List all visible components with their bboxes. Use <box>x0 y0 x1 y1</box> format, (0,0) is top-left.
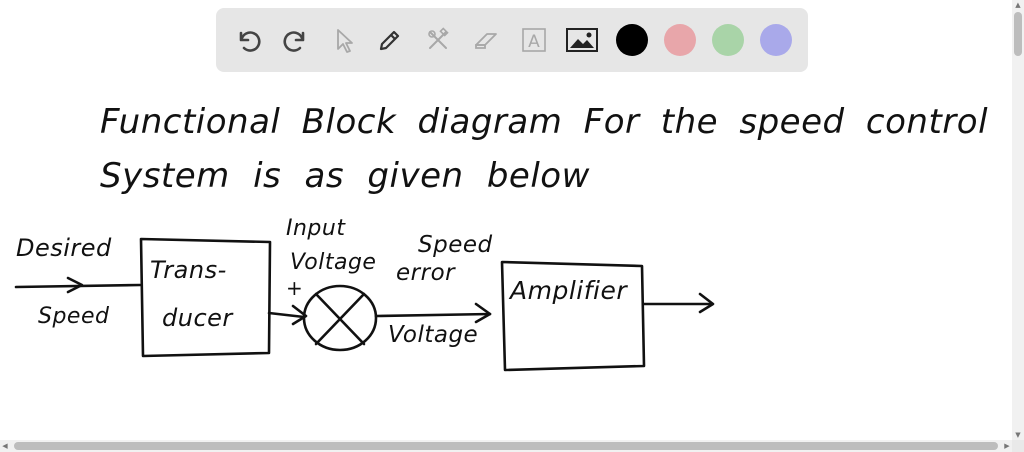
tools-icon[interactable] <box>420 22 456 58</box>
plus-sign: + <box>286 276 304 300</box>
pen-icon[interactable] <box>372 22 408 58</box>
color-swatch-black[interactable] <box>616 24 648 56</box>
speed-error-label-2: error <box>396 260 456 286</box>
input-arrow-head <box>66 276 84 294</box>
input-label-speed: Speed <box>38 304 110 329</box>
summing-junction <box>302 284 378 352</box>
whiteboard-canvas[interactable]: Functional Block diagram For the speed c… <box>0 80 1012 440</box>
horizontal-scrollbar[interactable]: ◀ ▶ <box>0 440 1012 452</box>
scroll-down-icon[interactable]: ▼ <box>1015 431 1021 439</box>
heading-line-2: System is as given below <box>100 156 590 196</box>
amplifier-label: Amplifier <box>510 276 628 305</box>
undo-icon[interactable] <box>230 22 266 58</box>
summer-to-amplifier-arrow <box>374 312 492 318</box>
speed-error-label-1: Speed <box>418 232 493 258</box>
color-swatch-purple[interactable] <box>760 24 792 56</box>
horizontal-scroll-thumb[interactable] <box>14 442 998 450</box>
scroll-up-icon[interactable]: ▲ <box>1015 1 1021 9</box>
drawing-toolbar: A <box>216 8 808 72</box>
output-arrowhead <box>698 292 715 314</box>
image-icon[interactable] <box>564 22 600 58</box>
input-label-desired: Desired <box>16 234 112 262</box>
error-voltage-label: Voltage <box>388 322 479 348</box>
transducer-block <box>139 237 272 358</box>
summing-junction-cross <box>314 292 366 346</box>
scrollbar-corner <box>1012 440 1024 452</box>
input-voltage-label-1: Input <box>286 216 346 241</box>
color-swatch-green[interactable] <box>712 24 744 56</box>
transducer-label-1: Trans- <box>150 256 227 284</box>
summer-arrowhead <box>474 302 492 324</box>
select-arrow-icon[interactable] <box>326 22 362 58</box>
vertical-scroll-thumb[interactable] <box>1014 12 1022 56</box>
transducer-arrowhead <box>291 304 308 326</box>
scroll-left-icon[interactable]: ◀ <box>2 442 8 450</box>
input-voltage-label-2: Voltage <box>290 250 377 275</box>
amplifier-block <box>500 260 646 372</box>
redo-icon[interactable] <box>278 22 314 58</box>
transducer-to-summer-arrow <box>267 311 306 319</box>
eraser-icon[interactable] <box>468 22 504 58</box>
block-diagram-drawing <box>14 237 715 372</box>
color-swatch-pink[interactable] <box>664 24 696 56</box>
svg-text:A: A <box>528 32 540 52</box>
vertical-scrollbar[interactable]: ▲ ▼ <box>1012 0 1024 440</box>
heading-line-1: Functional Block diagram For the speed c… <box>100 102 989 142</box>
scroll-right-icon[interactable]: ▶ <box>1004 442 1010 450</box>
transducer-label-2: ducer <box>162 304 233 332</box>
text-icon[interactable]: A <box>516 22 552 58</box>
